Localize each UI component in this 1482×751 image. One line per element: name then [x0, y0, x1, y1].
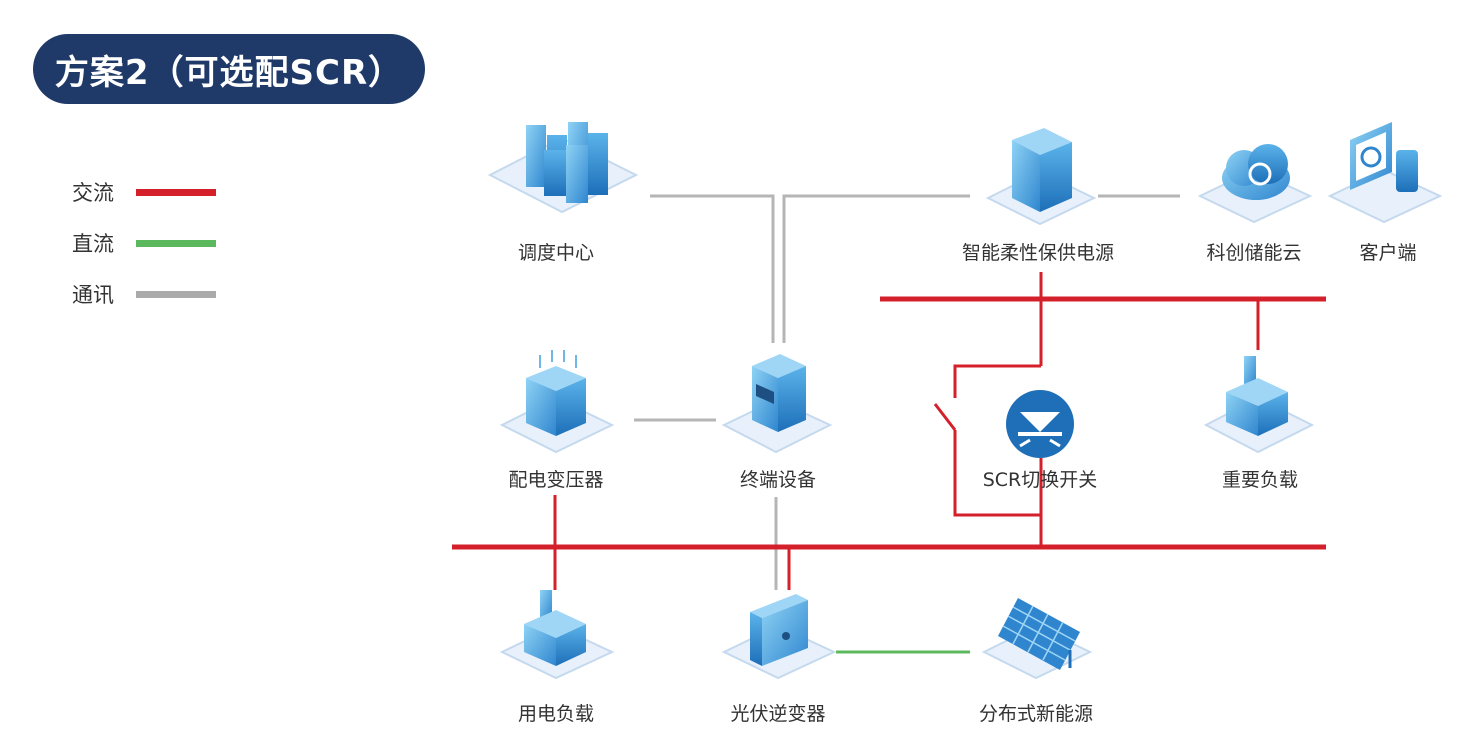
legend-dc-label: 直流 — [72, 232, 114, 256]
ac-bypass-top — [953, 364, 1041, 398]
legend-ac: 交流 — [72, 177, 216, 207]
legend-comm-label: 通讯 — [72, 283, 114, 307]
ac-bypass-switch — [933, 403, 957, 431]
legend-comm: 通讯 — [72, 279, 216, 309]
data-center-icon — [487, 122, 639, 214]
node-label-client: 客户端 — [1359, 242, 1416, 264]
node-label-scr: SCR切换开关 — [983, 469, 1098, 491]
power-cabinet-icon — [985, 128, 1097, 226]
node-label-renewable: 分布式新能源 — [979, 703, 1093, 725]
solar-panel-icon — [981, 598, 1093, 680]
legend-ac-swatch — [136, 188, 216, 196]
node-label-smart-power: 智能柔性保供电源 — [962, 242, 1114, 264]
client-device-icon — [1327, 122, 1443, 224]
node-label-load: 用电负载 — [518, 703, 594, 725]
legend-comm-swatch — [136, 290, 216, 298]
node-label-transformer: 配电变压器 — [508, 469, 603, 491]
terminal-cabinet-icon — [721, 354, 833, 454]
node-label-cloud: 科创储能云 — [1206, 242, 1301, 264]
ac-lines — [452, 272, 1326, 590]
comm-line-dispatch-terminal — [650, 194, 775, 343]
comm-line-smartpower-terminal — [782, 194, 970, 343]
comm-lines — [634, 194, 1180, 590]
legend-dc: 直流 — [72, 228, 216, 258]
legend-dc-swatch — [136, 239, 216, 247]
page-title: 方案2（可选配SCR） — [33, 34, 425, 104]
factory-icon — [499, 590, 615, 680]
scr-switch-icon — [1006, 390, 1074, 458]
transformer-icon — [499, 350, 615, 454]
node-label-dispatch: 调度中心 — [518, 242, 594, 264]
legend-ac-label: 交流 — [72, 181, 114, 205]
factory-icon — [1203, 356, 1315, 454]
node-label-inverter: 光伏逆变器 — [730, 703, 825, 725]
node-label-important-load: 重要负载 — [1222, 469, 1298, 491]
cloud-icon — [1197, 144, 1313, 224]
inverter-icon — [721, 594, 837, 680]
node-label-terminal: 终端设备 — [740, 469, 816, 491]
